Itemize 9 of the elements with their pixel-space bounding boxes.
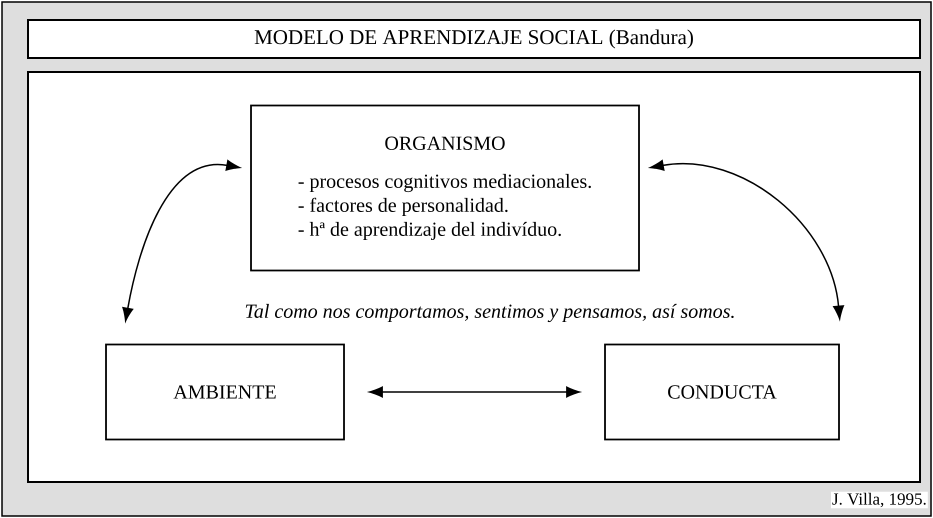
- box: CONDUCTA: [604, 344, 840, 440]
- box: AMBIENTE: [105, 344, 345, 440]
- title-box: MODELO DE APRENDIZAJE SOCIAL (Bandura): [27, 19, 921, 59]
- credit-text: J. Villa, 1995.: [830, 492, 928, 508]
- arrow: [369, 386, 580, 398]
- arrow: [122, 160, 240, 322]
- box: ORGANISMO - procesos cognitivos mediacionales. - factores de personalidad. - hª de aprendizaje del indivíduo.: [250, 104, 640, 272]
- caption-sentence: Tal como nos comportamos, sentimos y pensamos, así somos.: [246, 304, 734, 322]
- arrow: [650, 160, 844, 320]
